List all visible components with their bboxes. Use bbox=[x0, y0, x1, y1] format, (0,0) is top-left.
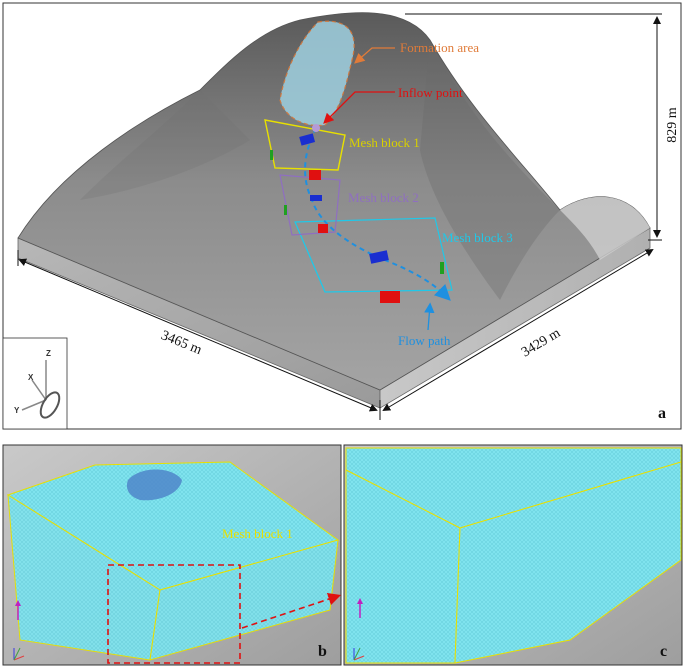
dimension-y-line bbox=[382, 248, 654, 412]
panel-a: Formation area Inflow point Mesh block 1… bbox=[2, 2, 682, 430]
mesh-block-1-label: Mesh block 1 bbox=[349, 135, 420, 150]
formation-area-patch bbox=[126, 469, 182, 501]
marker-red-1 bbox=[309, 170, 321, 180]
mini-triad-x-c bbox=[353, 655, 365, 661]
inflow-point-marker bbox=[312, 124, 320, 132]
marker-red-2 bbox=[318, 224, 328, 233]
right-valley bbox=[560, 196, 650, 260]
mesh-block-1-side bbox=[149, 539, 339, 661]
panel-a-label: a bbox=[658, 405, 666, 422]
formation-area-pointer bbox=[354, 47, 395, 64]
flow-path-label: Flow path bbox=[398, 333, 451, 348]
panel-b: Mesh block 1 b bbox=[2, 444, 342, 666]
height-label: 829 m bbox=[665, 107, 680, 143]
mini-triad-y-c bbox=[353, 647, 361, 661]
inflow-point-pointer bbox=[323, 91, 395, 124]
mini-triad-y bbox=[13, 647, 21, 661]
mini-triad-x bbox=[13, 655, 25, 661]
zoomed-mesh-side bbox=[454, 461, 682, 664]
zoom-region-box bbox=[107, 564, 241, 664]
marker-red-3 bbox=[380, 291, 400, 303]
marker-blue-2 bbox=[310, 195, 322, 201]
mesh-block-3-label: Mesh block 3 bbox=[442, 230, 513, 245]
marker-green-3 bbox=[440, 262, 444, 274]
axis-triad: Z X Y bbox=[2, 337, 68, 430]
marker-green-1 bbox=[270, 150, 273, 160]
ridge-shadow bbox=[420, 40, 560, 300]
formation-area-label: Formation area bbox=[400, 40, 479, 55]
rotation-ring-icon bbox=[39, 391, 61, 419]
axis-x-label: X bbox=[28, 373, 34, 382]
inflow-point-label: Inflow point bbox=[398, 85, 463, 100]
zoom-arrow bbox=[241, 592, 342, 629]
formation-area bbox=[279, 20, 355, 127]
axis-y-label: Y bbox=[14, 406, 20, 415]
axis-x-line bbox=[31, 379, 47, 401]
panel-b-label: b bbox=[318, 643, 327, 660]
dimension-x-line bbox=[18, 258, 378, 412]
panel-b-mesh-label: Mesh block 1 bbox=[222, 526, 293, 541]
mini-axis-z-head bbox=[15, 600, 21, 606]
panel-c-label: c bbox=[660, 643, 667, 660]
axis-y-line bbox=[21, 399, 47, 411]
axis-z-label: Z bbox=[46, 349, 51, 358]
marker-blue-1 bbox=[299, 133, 316, 146]
panel-c: c bbox=[343, 444, 683, 666]
marker-green-2 bbox=[284, 205, 287, 215]
left-slope-shade bbox=[80, 90, 250, 200]
mini-axis-z-head-c bbox=[357, 598, 363, 604]
mesh-block-2-label: Mesh block 2 bbox=[348, 190, 419, 205]
